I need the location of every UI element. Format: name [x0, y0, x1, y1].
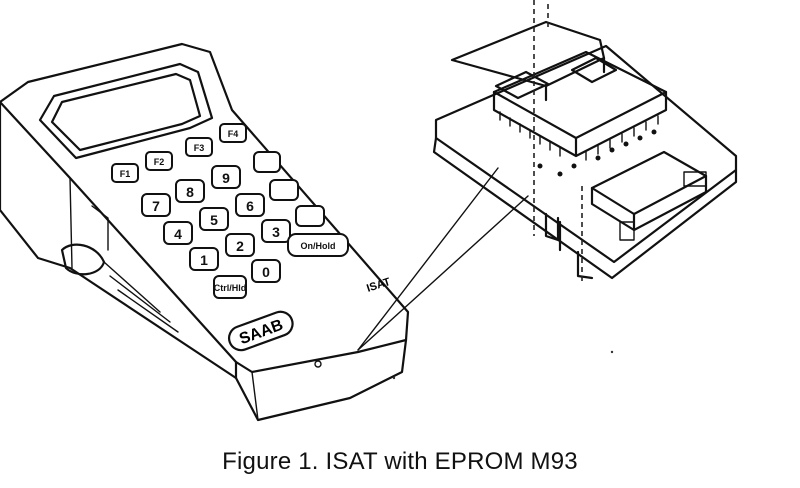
function-keys: F1 F2 F3 F4	[111, 123, 247, 183]
key-f3[interactable]: F3	[185, 137, 213, 157]
svg-text:4: 4	[174, 226, 182, 242]
isat-eprom-diagram: ISAT SAAB F1 F2 F3 F4 7 8 9 4 5 6 1 2 3 …	[0, 0, 738, 422]
key-5[interactable]: 5	[199, 207, 229, 231]
figure-caption: Figure 1. ISAT with EPROM M93	[222, 448, 578, 475]
svg-text:8: 8	[186, 184, 194, 200]
svg-text:7: 7	[152, 198, 160, 214]
svg-text:1: 1	[200, 252, 208, 268]
key-on-hold[interactable]: On/Hold	[287, 233, 349, 257]
key-ctrl-hold[interactable]: Ctrl/Hld	[213, 275, 247, 299]
key-2[interactable]: 2	[225, 233, 255, 257]
key-9[interactable]: 9	[211, 165, 241, 189]
key-f1[interactable]: F1	[111, 163, 139, 183]
isat-handheld-device: ISAT SAAB F1 F2 F3 F4 7 8 9 4 5 6 1 2 3 …	[0, 42, 410, 422]
svg-text:2: 2	[236, 238, 244, 254]
svg-text:On/Hold: On/Hold	[301, 241, 336, 251]
key-8[interactable]: 8	[175, 179, 205, 203]
svg-text:F3: F3	[194, 143, 205, 153]
key-f2[interactable]: F2	[145, 151, 173, 171]
key-6[interactable]: 6	[235, 193, 265, 217]
key-4[interactable]: 4	[163, 221, 193, 245]
saab-logo: SAAB	[227, 310, 294, 352]
key-side-1[interactable]	[253, 151, 281, 173]
key-f4[interactable]: F4	[219, 123, 247, 143]
key-1[interactable]: 1	[189, 247, 219, 271]
svg-text:F4: F4	[228, 129, 239, 139]
svg-text:0: 0	[262, 264, 270, 280]
svg-text:F2: F2	[154, 157, 165, 167]
callout-lines	[357, 167, 529, 351]
key-0[interactable]: 0	[251, 259, 281, 283]
key-3[interactable]: 3	[261, 219, 291, 243]
side-keys: Ctrl/Hld On/Hold	[213, 151, 349, 299]
numeric-keypad: 7 8 9 4 5 6 1 2 3 0	[141, 165, 291, 283]
key-side-2[interactable]	[269, 179, 299, 201]
svg-text:6: 6	[246, 198, 254, 214]
svg-text:Ctrl/Hld: Ctrl/Hld	[214, 283, 247, 293]
model-label: ISAT	[365, 276, 392, 295]
svg-text:3: 3	[272, 224, 280, 240]
svg-text:5: 5	[210, 212, 218, 228]
key-side-3[interactable]	[295, 205, 325, 227]
eprom-circuit-board	[432, 0, 738, 282]
svg-text:9: 9	[222, 170, 230, 186]
svg-text:F1: F1	[120, 169, 131, 179]
key-7[interactable]: 7	[141, 193, 171, 217]
